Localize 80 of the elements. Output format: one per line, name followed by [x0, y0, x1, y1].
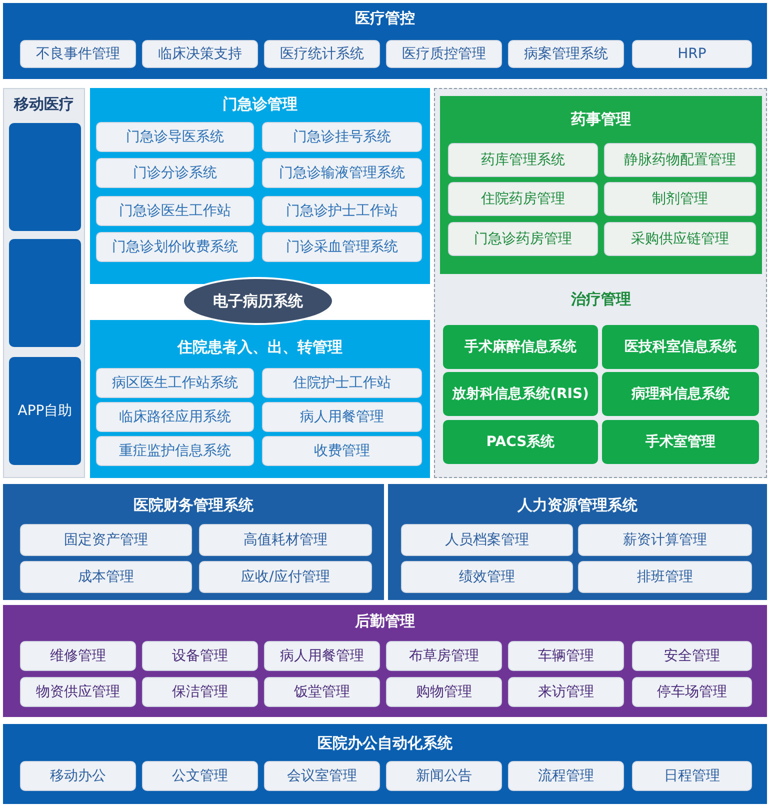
section-panel: [388, 484, 767, 600]
section-title: 治疗管理: [571, 290, 631, 309]
section-title: 药事管理: [571, 110, 631, 129]
module-box: PACS系统: [443, 420, 598, 464]
module-box: 制剂管理: [604, 182, 756, 216]
module-box: 病案管理系统: [508, 40, 624, 68]
section-title: 医院财务管理系统: [134, 496, 254, 515]
section-panel: [3, 605, 767, 717]
section-title: 人力资源管理系统: [518, 496, 638, 515]
section-panel: [90, 320, 430, 478]
module-box: 物资供应管理: [20, 677, 136, 707]
module-box: 设备管理: [142, 641, 258, 671]
module-box: 临床路径应用系统: [96, 402, 254, 432]
section-title: 医院办公自动化系统: [318, 734, 452, 753]
module-box: 病区医生工作站系统: [96, 368, 254, 398]
module-box: 收费管理: [262, 436, 422, 466]
module-box: 日程管理: [632, 761, 752, 791]
module-box: 购物管理: [386, 677, 502, 707]
module-box: APP自助: [9, 357, 81, 465]
module-box: 应收/应付管理: [199, 561, 372, 593]
module-box: 不良事件管理: [20, 40, 136, 68]
section-panel: [90, 88, 430, 284]
module-box: 薪资计算管理: [578, 524, 752, 556]
module-box: 保洁管理: [142, 677, 258, 707]
section-title: 医疗管控: [355, 9, 415, 28]
module-box: 门急诊医生工作站: [96, 196, 254, 226]
module-box: 门诊采血管理系统: [262, 232, 422, 262]
module-box: 重症监护信息系统: [96, 436, 254, 466]
module-box: 会议室管理: [264, 761, 380, 791]
module-box: 门诊分诊系统: [96, 158, 254, 188]
module-box: 临床决策支持: [142, 40, 258, 68]
module-box: 病人用餐管理: [262, 402, 422, 432]
module-box: [9, 123, 81, 231]
module-box: 饭堂管理: [264, 677, 380, 707]
module-box: 成本管理: [20, 561, 192, 593]
section-title: 后勤管理: [355, 612, 415, 631]
module-box: 高值耗材管理: [199, 524, 372, 556]
module-box: 采购供应链管理: [604, 222, 756, 256]
section-panel: [3, 484, 384, 600]
module-box: HRP: [632, 40, 752, 68]
module-box: 住院药房管理: [448, 182, 598, 216]
module-box: 病人用餐管理: [264, 641, 380, 671]
module-box: 门急诊挂号系统: [262, 122, 422, 152]
section-panel: [3, 724, 767, 804]
module-box: 流程管理: [508, 761, 624, 791]
module-box: 门急诊划价收费系统: [96, 232, 254, 262]
module-box: 绩效管理: [401, 561, 573, 593]
module-box: 固定资产管理: [20, 524, 192, 556]
module-box: 维修管理: [20, 641, 136, 671]
module-box: 病理科信息系统: [602, 372, 759, 416]
module-box: 医疗统计系统: [264, 40, 380, 68]
module-box: 门急诊药房管理: [448, 222, 598, 256]
module-box: 安全管理: [632, 641, 752, 671]
module-box: 来访管理: [508, 677, 624, 707]
module-box: 医疗质控管理: [386, 40, 502, 68]
module-box: 门急诊输液管理系统: [262, 158, 422, 188]
module-box: 停车场管理: [632, 677, 752, 707]
section-title: 门急诊管理: [222, 95, 298, 114]
section-panel: [3, 88, 85, 478]
module-box: 移动办公: [20, 761, 136, 791]
module-box: 手术麻醉信息系统: [443, 325, 598, 369]
module-box: 门急诊护士工作站: [262, 196, 422, 226]
module-box: 布草房管理: [386, 641, 502, 671]
section-panel: [3, 3, 767, 79]
module-box: 放射科信息系统(RIS): [443, 372, 598, 416]
module-box: 药库管理系统: [448, 143, 598, 177]
module-box: 手术室管理: [602, 420, 759, 464]
module-box: 排班管理: [578, 561, 752, 593]
module-box: 静脉药物配置管理: [604, 143, 756, 177]
module-box: 住院护士工作站: [262, 368, 422, 398]
section-title: 移动医疗: [14, 95, 74, 114]
module-box: 医技科室信息系统: [602, 325, 759, 369]
module-box: 车辆管理: [508, 641, 624, 671]
module-box: 新闻公告: [386, 761, 502, 791]
section-panel: [440, 96, 762, 274]
module-box: 公文管理: [142, 761, 258, 791]
module-box: [9, 239, 81, 347]
module-box: 人员档案管理: [401, 524, 573, 556]
section-title: 住院患者入、出、转管理: [178, 338, 342, 357]
module-box: 门急诊导医系统: [96, 122, 254, 152]
